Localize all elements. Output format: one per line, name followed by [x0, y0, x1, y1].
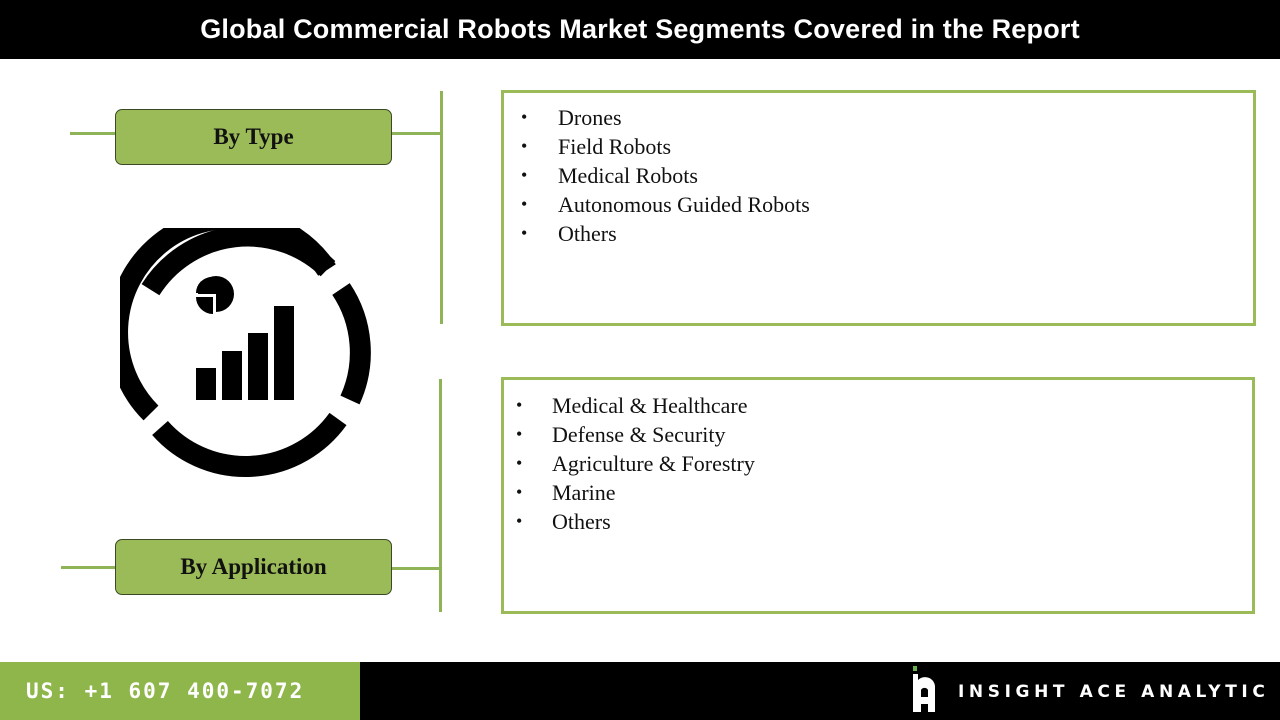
list-item: • Others [504, 507, 1252, 536]
list-item-text: Others [552, 509, 611, 534]
type-connector-left [70, 132, 116, 135]
bullet-icon: • [516, 395, 523, 415]
list-item-text: Medical & Healthcare [552, 393, 748, 418]
bullet-icon: • [521, 165, 528, 185]
application-connector-right [392, 567, 441, 570]
list-item-text: Drones [558, 105, 622, 130]
list-item-text: Defense & Security [552, 422, 726, 447]
phone-number: US: +1 607 400-7072 [26, 679, 305, 703]
bullet-icon: • [521, 107, 528, 127]
application-connector-left [61, 566, 116, 569]
segment-label-by-application: By Application [115, 539, 392, 595]
list-item-text: Others [558, 221, 617, 246]
insight-ace-logo-icon [912, 666, 936, 712]
list-item-text: Medical Robots [558, 163, 698, 188]
list-item: • Field Robots [504, 132, 1253, 161]
footer-brand: INSIGHT ACE ANALYTIC [360, 662, 1280, 720]
bullet-icon: • [516, 511, 523, 531]
list-item-text: Autonomous Guided Robots [558, 192, 810, 217]
list-item: • Medical & Healthcare [504, 391, 1252, 420]
page-title: Global Commercial Robots Market Segments… [200, 14, 1080, 44]
application-vertical-line [439, 379, 442, 612]
type-segment-list: • Drones • Field Robots • Medical Robots • A… [504, 103, 1253, 248]
list-item: • Marine [504, 478, 1252, 507]
list-item-text: Agriculture & Forestry [552, 451, 755, 476]
type-segment-box: • Drones • Field Robots • Medical Robots • A… [501, 90, 1256, 326]
bullet-icon: • [521, 136, 528, 156]
market-analytics-icon [107, 207, 372, 480]
list-item: • Others [504, 219, 1253, 248]
bullet-icon: • [521, 223, 528, 243]
bullet-icon: • [516, 482, 523, 502]
type-connector-right [392, 132, 442, 135]
list-item: • Agriculture & Forestry [504, 449, 1252, 478]
list-item: • Defense & Security [504, 420, 1252, 449]
footer-contact: US: +1 607 400-7072 [0, 662, 360, 720]
type-vertical-line [440, 91, 443, 324]
list-item: • Drones [504, 103, 1253, 132]
bullet-icon: • [521, 194, 528, 214]
list-item: • Medical Robots [504, 161, 1253, 190]
bullet-icon: • [516, 453, 523, 473]
title-bar: Global Commercial Robots Market Segments… [0, 0, 1280, 59]
application-segment-list: • Medical & Healthcare • Defense & Securit… [504, 391, 1252, 536]
bullet-icon: • [516, 424, 523, 444]
segment-label-by-type: By Type [115, 109, 392, 165]
brand-name: INSIGHT ACE ANALYTIC [958, 682, 1270, 702]
application-segment-box: • Medical & Healthcare • Defense & Securit… [501, 377, 1255, 614]
list-item-text: Marine [552, 480, 616, 505]
list-item-text: Field Robots [558, 134, 672, 159]
list-item: • Autonomous Guided Robots [504, 190, 1253, 219]
